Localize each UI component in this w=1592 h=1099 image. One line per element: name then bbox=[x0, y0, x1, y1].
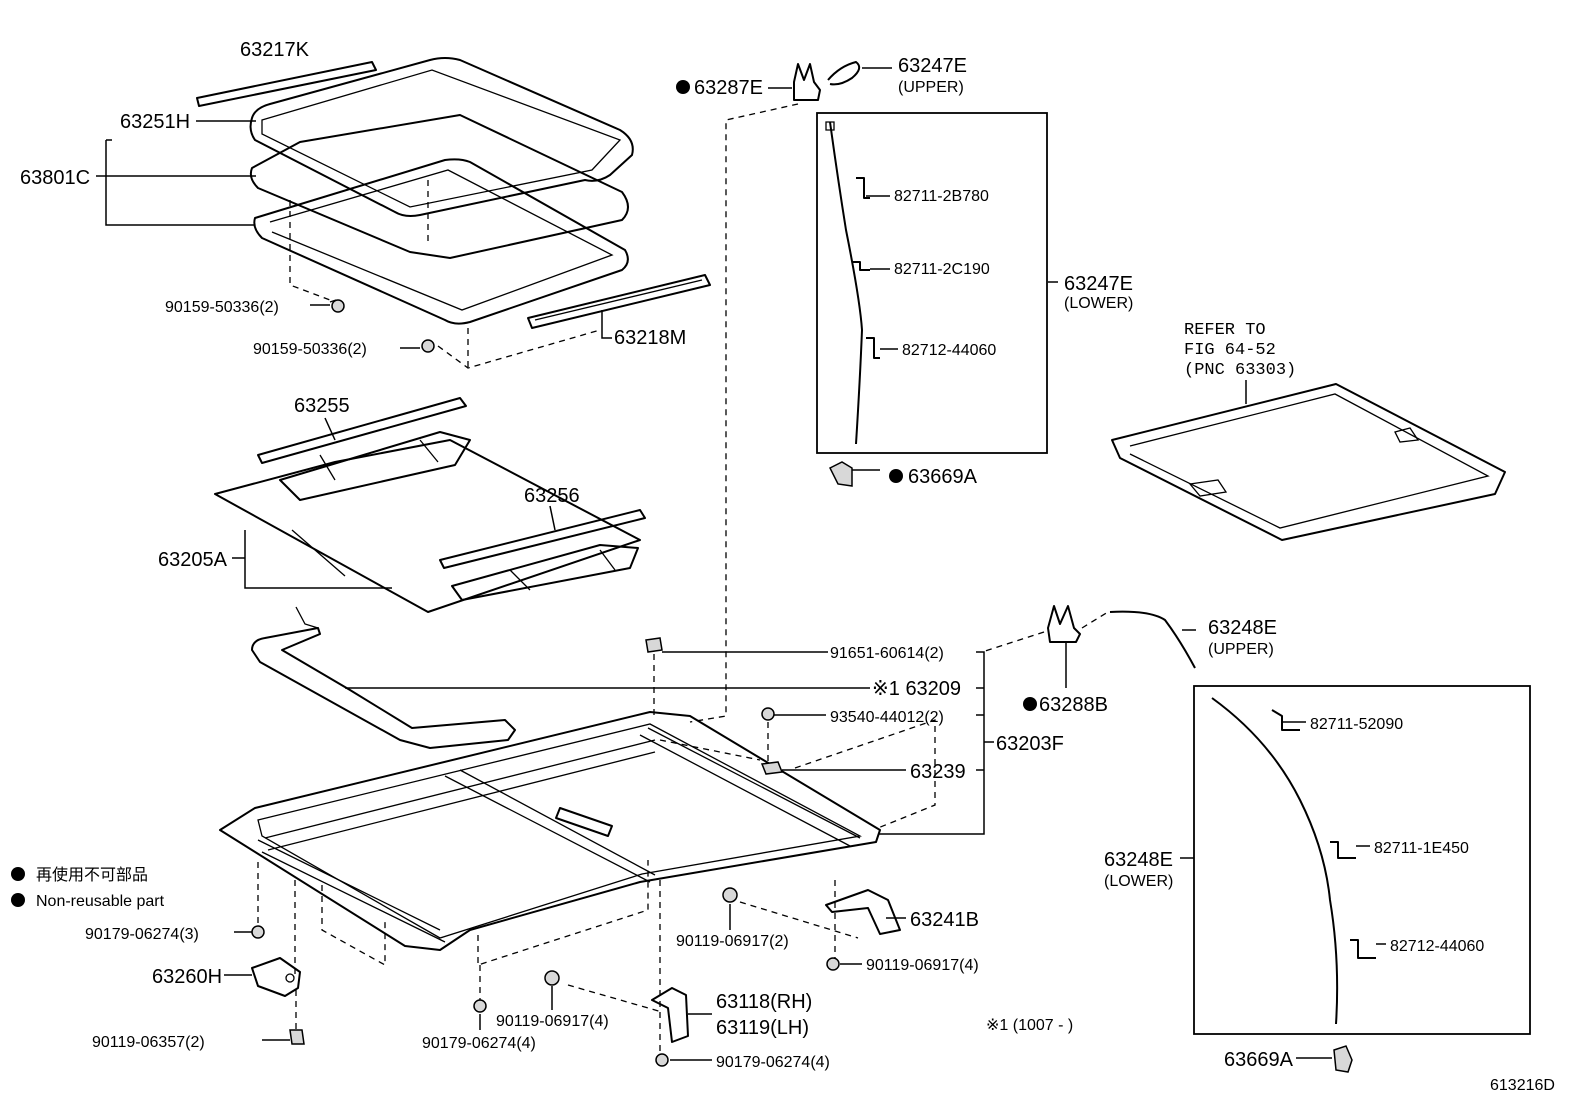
refer-line-1: REFER TO bbox=[1184, 321, 1266, 340]
label-63251H: 63251H bbox=[120, 111, 190, 133]
label-90119-06357: 90119-06357(2) bbox=[92, 1034, 205, 1051]
label-lower-1: (LOWER) bbox=[1064, 295, 1133, 312]
legend-dot-icon bbox=[11, 867, 25, 881]
label-82712-44060-a: 82712-44060 bbox=[902, 342, 996, 359]
hose-box-63247E-lower bbox=[816, 112, 1048, 454]
refer-line-2: FIG 64-52 bbox=[1184, 341, 1276, 360]
legend-en: Non-reusable part bbox=[36, 893, 165, 910]
shade-panel-63205A bbox=[214, 439, 641, 613]
weatherstrip-63217K bbox=[196, 61, 377, 107]
bolt-91651 bbox=[645, 637, 663, 720]
label-63209: ※1 63209 bbox=[872, 678, 961, 700]
connector-63288B bbox=[1047, 605, 1081, 643]
footnote: ※1 (1007 - ) bbox=[986, 1017, 1073, 1034]
clip-63669A-b bbox=[1333, 1045, 1353, 1073]
rail-63255 bbox=[257, 397, 471, 501]
label-90179-4b: 90179-06274(4) bbox=[716, 1054, 830, 1071]
label-82711-52090: 82711-52090 bbox=[1310, 716, 1403, 733]
label-63287E: 63287E bbox=[694, 77, 763, 99]
label-63260H: 63260H bbox=[152, 966, 222, 988]
label-63247E-lower: 63247E bbox=[1064, 273, 1133, 295]
label-63248E-lower: 63248E bbox=[1104, 849, 1173, 871]
clip-63239 bbox=[760, 761, 784, 775]
label-63669A-b: 63669A bbox=[1224, 1049, 1294, 1071]
non-reusable-marker bbox=[676, 80, 690, 94]
clip-63669A-a bbox=[828, 461, 853, 487]
nut-90179-3 bbox=[251, 925, 265, 939]
label-82712-44060-b: 82712-44060 bbox=[1390, 938, 1484, 955]
glass-frame bbox=[253, 158, 629, 325]
label-90179-3: 90179-06274(3) bbox=[85, 926, 199, 943]
label-90119-2: 90119-06917(2) bbox=[676, 933, 789, 950]
legend-dot-icon bbox=[11, 893, 25, 907]
label-82711-2C190: 82711-2C190 bbox=[894, 261, 990, 278]
screw-90159-b bbox=[421, 339, 435, 353]
label-upper-1: (UPPER) bbox=[898, 79, 964, 96]
non-reusable-marker bbox=[889, 469, 903, 483]
screw-93540 bbox=[761, 707, 775, 765]
label-63118: 63118(RH) bbox=[716, 991, 812, 1013]
label-90159-a: 90159-50336(2) bbox=[165, 299, 279, 316]
label-63247E-upper: 63247E bbox=[898, 55, 967, 77]
bracket-63118-63119 bbox=[651, 987, 689, 1043]
connector-63287E bbox=[793, 63, 821, 101]
label-63255: 63255 bbox=[294, 395, 350, 417]
screw-90119-4b bbox=[544, 970, 560, 986]
label-63801C: 63801C bbox=[20, 167, 90, 189]
label-82711-2B780: 82711-2B780 bbox=[894, 188, 989, 205]
figure-code: 613216D bbox=[1490, 1077, 1555, 1094]
label-63205A: 63205A bbox=[158, 549, 228, 571]
label-63218M: 63218M bbox=[614, 327, 686, 349]
deflector-strip-63218M bbox=[527, 274, 711, 329]
label-63119: 63119(LH) bbox=[716, 1017, 809, 1039]
label-93540: 93540-44012(2) bbox=[830, 709, 944, 726]
label-upper-2: (UPPER) bbox=[1208, 641, 1274, 658]
label-63239: 63239 bbox=[910, 761, 966, 783]
screw-90119-06357 bbox=[289, 990, 305, 1045]
label-90159-b: 90159-50336(2) bbox=[253, 341, 367, 358]
nut-90179-4b bbox=[655, 1053, 669, 1067]
glass-panel-63801C bbox=[249, 114, 629, 259]
refer-line-3: (PNC 63303) bbox=[1184, 361, 1296, 380]
hose-box-63248E-lower bbox=[1193, 685, 1531, 1035]
screw-90119-4a bbox=[826, 957, 840, 971]
bracket-63241B bbox=[825, 889, 901, 935]
label-82711-1E450: 82711-1E450 bbox=[1374, 840, 1469, 857]
label-63203F: 63203F bbox=[996, 733, 1064, 755]
front-housing-63209 bbox=[251, 606, 516, 749]
label-63241B: 63241B bbox=[910, 909, 979, 931]
label-63256: 63256 bbox=[524, 485, 580, 507]
label-63248E-upper: 63248E bbox=[1208, 617, 1277, 639]
label-lower-2: (LOWER) bbox=[1104, 873, 1173, 890]
screw-90119-2 bbox=[722, 887, 738, 903]
nut-90179-4a bbox=[473, 999, 487, 1013]
glass-seal-63251H bbox=[249, 57, 634, 217]
label-63217K: 63217K bbox=[240, 39, 310, 61]
hose-upper-63248E bbox=[1109, 610, 1196, 669]
sunshade-assembly bbox=[1111, 383, 1506, 541]
label-91651: 91651-60614(2) bbox=[830, 645, 944, 662]
label-90119-4b: 90119-06917(4) bbox=[496, 1013, 609, 1030]
label-63669A-a: 63669A bbox=[908, 466, 978, 488]
label-90179-4a: 90179-06274(4) bbox=[422, 1035, 536, 1052]
screw-90159-a bbox=[329, 299, 345, 313]
label-63288B: 63288B bbox=[1039, 694, 1108, 716]
legend-jp: 再使用不可部品 bbox=[36, 866, 148, 884]
label-90119-4a: 90119-06917(4) bbox=[866, 957, 979, 974]
rail-63256 bbox=[439, 509, 646, 601]
hose-upper-63247E bbox=[827, 61, 861, 86]
leader-lines bbox=[96, 67, 1386, 1061]
motor-63260H bbox=[251, 957, 301, 997]
non-reusable-marker bbox=[1023, 697, 1037, 711]
sunroof-frame-63203F bbox=[219, 711, 881, 951]
